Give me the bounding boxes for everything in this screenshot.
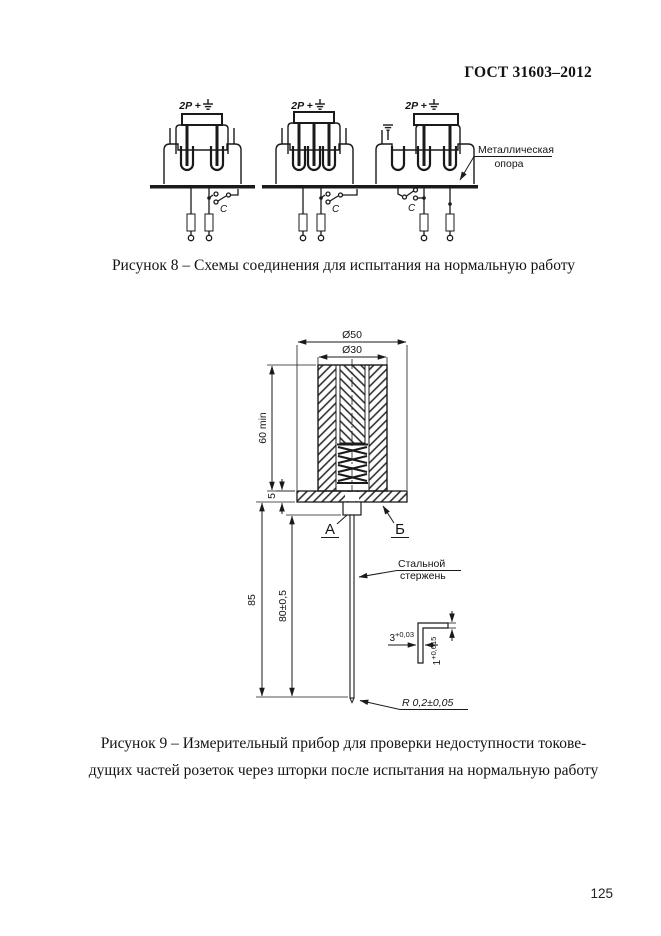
plug-type-label: 2P + [404,100,427,112]
fuse [186,213,196,242]
plug [287,111,341,166]
earth-icon [203,99,213,110]
svg-text:85: 85 [246,594,258,606]
svg-text:60 min: 60 min [257,412,269,444]
steel-rod [349,514,355,704]
dim-diameter-outer: Ø50 [296,329,408,490]
metal-support-line [360,185,478,189]
tip-detail: 3+0,03 1+0,015 [388,611,456,665]
plug-type-label: 2P + [178,100,201,112]
dim-height-min: 60 min [257,364,316,492]
svg-text:80±0,5: 80±0,5 [277,590,289,622]
figure9-caption-line1: Рисунок 9 – Измерительный прибор для про… [100,735,587,752]
fuse [419,213,429,242]
figure-9-drawing: Ø50 Ø30 [246,329,468,710]
svg-text:5: 5 [266,493,278,499]
document-header: ГОСТ 31603–2012 [464,64,592,81]
switch-label: C [332,204,340,215]
metal-support-callout: Металлическая опора [459,144,554,181]
svg-text:А: А [325,521,335,538]
svg-text:Стальной: Стальной [398,558,445,570]
schematic-diagram-1: 2P + [150,99,255,242]
tip-radius-callout: R 0,2±0,05 [359,697,468,710]
page-number: 125 [590,886,613,901]
fuse [316,213,326,242]
dim-rod-total: 85 [246,502,348,698]
earth-icon [429,99,439,110]
schematic-diagram-2: 2P + [262,99,367,242]
spring [337,443,368,484]
earth-icon [315,99,325,110]
fuse [298,213,308,242]
test-circuit: C [397,187,455,242]
probe-body [317,359,388,515]
fuse [204,213,214,242]
switch-label: C [220,204,228,215]
label-part-b: Б [382,505,409,538]
switch-label: C [408,203,416,214]
dim-flange-thickness: 5 [256,479,295,514]
earth-icon [383,124,393,140]
switch: C [397,187,424,214]
flange [296,490,408,516]
support-label-line2: опора [494,158,523,170]
socket [275,128,354,184]
schematic-diagram-3: 2P + [360,99,478,242]
svg-text:1+0,015: 1+0,015 [429,637,443,666]
socket [375,130,475,184]
switch: C [320,189,358,215]
metal-support-line [150,185,255,189]
socket [163,128,242,184]
svg-text:3+0,03: 3+0,03 [389,630,414,644]
switch: C [208,189,239,215]
dim-rod-length: 80±0,5 [277,514,341,697]
dim-diameter-inner: Ø30 [317,344,388,365]
fuse [445,213,455,242]
metal-support-line [262,185,367,189]
label-part-a: А [321,514,348,538]
figure9-caption-line2: дущих частей розеток через шторки после … [88,762,599,779]
svg-text:Ø30: Ø30 [342,344,362,356]
figure8-caption: Рисунок 8 – Схемы соединения для испытан… [111,257,576,274]
steel-rod-callout: Стальной стержень [358,558,461,582]
svg-text:Б: Б [395,521,405,538]
plug-type-label: 2P + [290,100,313,112]
support-label-line1: Металлическая [478,144,554,156]
svg-text:Ø50: Ø50 [342,329,362,341]
test-circuit: C [186,188,239,242]
plug [413,113,461,166]
svg-text:стержень: стержень [400,570,446,582]
figure-8-drawing: 2P + [150,99,554,242]
test-circuit: C [298,188,358,242]
svg-text:R 0,2±0,05: R 0,2±0,05 [402,697,453,709]
plug [175,113,229,166]
